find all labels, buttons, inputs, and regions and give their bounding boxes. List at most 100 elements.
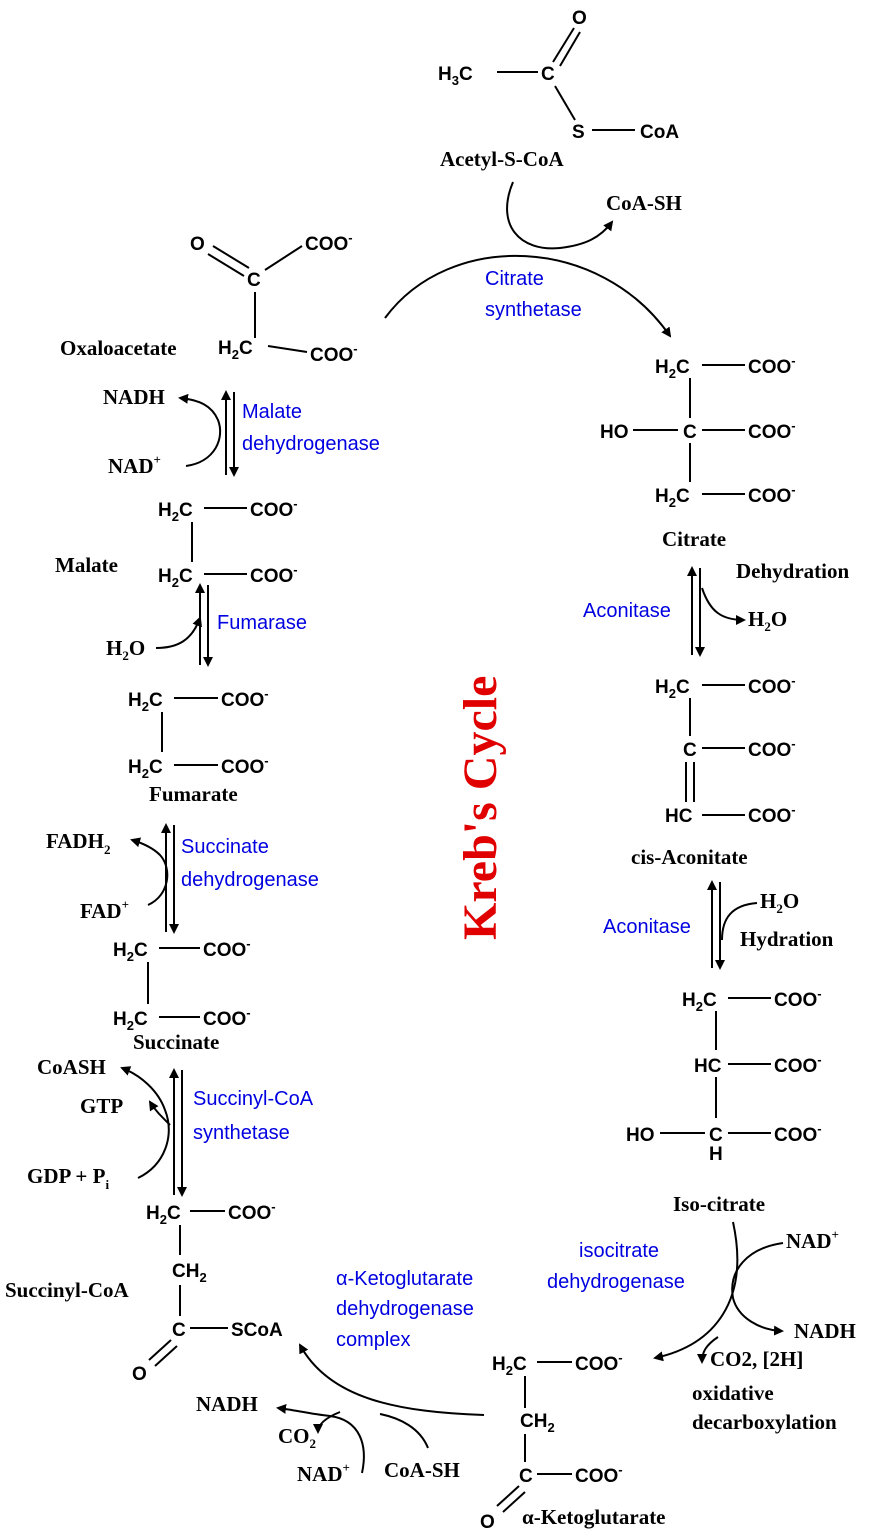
citrate-ho: HO (600, 422, 629, 443)
fumarate-h2c-2: H2C (128, 757, 163, 781)
citrate-name: Citrate (662, 527, 726, 551)
succ-coa-scoa: SCoA (231, 1320, 283, 1341)
fad-plus-reactant: FAD+ (80, 897, 129, 923)
co2-release-arrow (697, 1336, 719, 1364)
akg-dh-label-1: α-Ketoglutarate (336, 1268, 473, 1290)
oxidative-label: oxidative (692, 1381, 774, 1405)
acetyl-c: C (541, 64, 555, 85)
citrate-h2c-2: H2C (655, 486, 690, 510)
akg-h2c: H2C (492, 1354, 527, 1378)
coash-product: CoA-SH (606, 191, 682, 215)
succ-synth-label-2: synthetase (193, 1122, 290, 1144)
malate-coo-1: COO- (250, 496, 298, 521)
succ-coa-coo: COO- (228, 1199, 276, 1224)
acetyl-coa-structure: H3C C O S CoA Acetyl-S-CoA (438, 8, 679, 171)
nad-to-nadh-arrow (731, 1242, 784, 1336)
isocitrate-dh-label-1: isocitrate (579, 1240, 659, 1262)
cis-coo-2: COO- (748, 736, 796, 761)
nadh-product-3: NADH (103, 385, 165, 409)
co2-2h-product: CO2, [2H] (710, 1347, 803, 1371)
akg-coo-2: COO- (575, 1462, 623, 1487)
gdp-to-gtp-arrow (120, 1066, 170, 1179)
cis-coo-3: COO- (748, 802, 796, 827)
oxaloacetate-name: Oxaloacetate (60, 336, 177, 360)
coash-product-3: CoASH (37, 1055, 106, 1079)
coash-release-arrow (506, 181, 614, 250)
acetyl-h3c: H3C (438, 64, 473, 88)
akg-dh-label-2: dehydrogenase (336, 1298, 474, 1320)
iso-coo-2: COO- (774, 1052, 822, 1077)
nad-plus-1: NAD+ (786, 1227, 839, 1253)
oxalo-h2c: H2C (218, 338, 253, 362)
co2-release-arrow-2 (313, 1411, 341, 1434)
cis-c: C (683, 740, 697, 761)
gdp-pi-reactant: GDP + Pi (27, 1164, 109, 1192)
succ-coa-o: O (132, 1364, 147, 1385)
cis-hc: HC (665, 806, 693, 827)
citrate-coo-1: COO- (748, 353, 796, 378)
isocitrate-dh-arrow (653, 1221, 739, 1362)
cis-aconitate-structure: H2C COO- C COO- HC COO- cis-Aconitate (631, 673, 796, 869)
nadh-product-2: NADH (196, 1392, 258, 1416)
h2o-consume-arrow (721, 902, 758, 941)
cis-coo-1: COO- (748, 673, 796, 698)
akg-dh-arrow (299, 1343, 485, 1416)
h2o-product-1: H2O (748, 607, 787, 634)
succinyl-coa-structure: H2C COO- CH2 C SCoA O Succinyl-CoA (5, 1199, 283, 1385)
succinate-coo-1: COO- (203, 936, 251, 961)
akg-ch2: CH2 (520, 1411, 555, 1435)
malate-h2c-1: H2C (158, 500, 193, 524)
oxalo-coo-2: COO- (310, 341, 358, 366)
iso-hc: HC (694, 1056, 722, 1077)
akg-o: O (480, 1512, 495, 1533)
oxalo-c: C (247, 270, 261, 291)
nad-plus-2: NAD+ (297, 1460, 350, 1486)
oxaloacetate-structure: O C COO- H2C COO- Oxaloacetate (60, 230, 358, 366)
iso-h2c: H2C (682, 990, 717, 1014)
malate-name: Malate (55, 553, 118, 577)
iso-h: H (709, 1144, 723, 1165)
succ-dh-label-2: dehydrogenase (181, 869, 319, 891)
acetyl-s: S (572, 122, 585, 143)
cis-aconitate-name: cis-Aconitate (631, 845, 748, 869)
akg-coo-1: COO- (575, 1350, 623, 1375)
citrate-coo-2: COO- (748, 418, 796, 443)
akg-dh-label-3: complex (336, 1329, 410, 1351)
succinate-coo-2: COO- (203, 1005, 251, 1030)
h2o-release-arrow (701, 587, 746, 625)
h2o-consume-arrow-2 (155, 616, 202, 649)
fumarase-label: Fumarase (217, 612, 307, 634)
akg-c: C (519, 1466, 533, 1487)
h2o-reactant-2: H2O (106, 636, 145, 663)
nad-plus-3: NAD+ (108, 452, 161, 478)
malate-structure: H2C COO- H2C COO- Malate (55, 496, 298, 590)
acetyl-coa-label: CoA (640, 122, 679, 143)
iso-c: C (709, 1125, 723, 1146)
fad-to-fadh2-arrow (130, 837, 169, 906)
succinyl-coa-name: Succinyl-CoA (5, 1278, 130, 1302)
coash-consume-arrow (379, 1413, 429, 1449)
oxalo-coo-1: COO- (305, 230, 353, 255)
succinate-h2c-1: H2C (113, 940, 148, 964)
nad-to-nadh-arrow-3 (178, 393, 222, 467)
citrate-c: C (683, 422, 697, 443)
citrate-synthetase-label-1: Citrate (485, 268, 544, 290)
succinate-name: Succinate (133, 1030, 219, 1054)
succinate-h2c-2: H2C (113, 1009, 148, 1033)
isocitrate-dh-label-2: dehydrogenase (547, 1271, 685, 1293)
iso-coo-1: COO- (774, 986, 822, 1011)
fumarate-coo-2: COO- (221, 753, 269, 778)
citrate-structure: H2C COO- HO C COO- H2C COO- Citrate (600, 353, 796, 551)
akg-structure: H2C COO- CH2 C COO- O α-Ketoglutarate (480, 1350, 666, 1533)
succ-coa-c: C (172, 1320, 186, 1341)
iso-ho: HO (626, 1125, 655, 1146)
fumarate-structure: H2C COO- H2C COO- Fumarate (128, 686, 269, 806)
oxalo-o: O (190, 234, 205, 255)
aconitase2-label: Aconitase (603, 916, 691, 938)
fumarate-h2c-1: H2C (128, 690, 163, 714)
succ-synth-label-1: Succinyl-CoA (193, 1088, 314, 1110)
co2-product-2: CO2 (278, 1424, 316, 1451)
fadh2-product: FADH2 (46, 829, 110, 857)
